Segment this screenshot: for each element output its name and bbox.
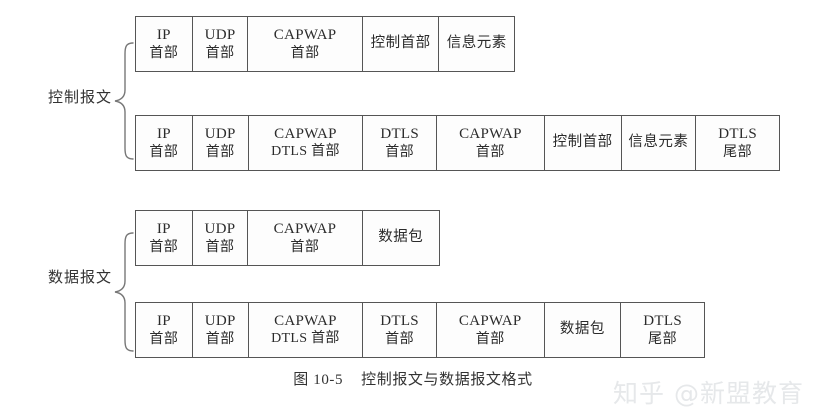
- packet-row-data-dtls: IP 首部 UDP 首部 CAPWAP DTLS 首部 DTLS 首部 CAPW…: [135, 302, 705, 358]
- brace-data-message: [112, 232, 134, 352]
- field-line-2: 首部: [149, 238, 179, 255]
- field-line-2: DTLS 首部: [271, 143, 340, 159]
- brace-data-icon: [114, 232, 134, 352]
- packet-row-control-plain: IP 首部 UDP 首部 CAPWAP 首部 控制首部 信息元素: [135, 16, 515, 72]
- field-line-2: 首部: [205, 143, 235, 160]
- field-dtls-header: DTLS 首部: [363, 116, 438, 170]
- field-capwap-header: CAPWAP 首部: [248, 17, 363, 71]
- packet-row-control-dtls: IP 首部 UDP 首部 CAPWAP DTLS 首部 DTLS 首部 CAPW…: [135, 115, 780, 171]
- field-line-1: 数据包: [378, 229, 424, 246]
- field-ip-header: IP 首部: [136, 17, 193, 71]
- group-label-control-message: 控制报文: [48, 90, 113, 106]
- brace-control-icon: [114, 42, 134, 160]
- field-line-1: DTLS: [718, 125, 757, 142]
- field-data-packet: 数据包: [363, 211, 439, 265]
- field-ip-header: IP 首部: [136, 211, 193, 265]
- field-line-1: UDP: [204, 125, 236, 142]
- field-line-1: IP: [156, 312, 171, 329]
- field-line-1: CAPWAP: [273, 220, 337, 237]
- field-line-1: 信息元素: [628, 134, 689, 151]
- field-line-1: 信息元素: [446, 35, 507, 52]
- field-line-1: UDP: [204, 220, 236, 237]
- group-label-data-message: 数据报文: [48, 270, 113, 286]
- field-line-1: DTLS: [380, 312, 419, 329]
- field-capwap-header: CAPWAP 首部: [248, 211, 363, 265]
- field-line-2: 首部: [385, 330, 415, 347]
- field-information-element: 信息元素: [622, 116, 697, 170]
- field-capwap-header: CAPWAP 首部: [437, 303, 545, 357]
- field-control-header: 控制首部: [363, 17, 440, 71]
- field-line-1: DTLS: [643, 312, 682, 329]
- figure-caption-title: 控制报文与数据报文格式: [361, 370, 533, 388]
- field-dtls-trailer: DTLS 尾部: [621, 303, 704, 357]
- field-line-1: IP: [156, 125, 171, 142]
- field-line-2: 首部: [149, 330, 179, 347]
- field-dtls-header: DTLS 首部: [363, 303, 437, 357]
- field-line-1: IP: [156, 220, 171, 237]
- field-line-1: UDP: [204, 26, 236, 43]
- field-line-1: 控制首部: [370, 35, 431, 52]
- field-capwap-dtls-header: CAPWAP DTLS 首部: [249, 303, 364, 357]
- field-line-1: CAPWAP: [273, 26, 337, 43]
- field-udp-header: UDP 首部: [193, 17, 249, 71]
- field-line-2: 首部: [290, 238, 320, 255]
- field-line-1: 控制首部: [552, 134, 613, 151]
- watermark: 知乎 @新盟教育: [613, 379, 804, 408]
- field-line-1: CAPWAP: [274, 312, 337, 329]
- field-line-2: 首部: [149, 44, 179, 61]
- field-capwap-header: CAPWAP 首部: [437, 116, 545, 170]
- field-line-2: 首部: [205, 330, 235, 347]
- field-line-2: 首部: [475, 330, 505, 347]
- figure-caption: 图 10-5 控制报文与数据报文格式: [0, 368, 826, 389]
- field-line-1: CAPWAP: [274, 125, 337, 142]
- field-ip-header: IP 首部: [136, 116, 193, 170]
- packet-row-data-plain: IP 首部 UDP 首部 CAPWAP 首部 数据包: [135, 210, 440, 266]
- field-line-1: UDP: [204, 312, 236, 329]
- field-udp-header: UDP 首部: [193, 211, 249, 265]
- figure-caption-number: 图 10-5: [293, 372, 344, 388]
- field-udp-header: UDP 首部: [193, 303, 249, 357]
- brace-control-message: [112, 42, 134, 160]
- field-line-2: 首部: [205, 238, 235, 255]
- field-line-1: DTLS: [380, 125, 420, 142]
- field-line-2: 首部: [385, 143, 415, 160]
- field-line-2: 首部: [290, 44, 320, 61]
- field-line-2: 尾部: [648, 330, 678, 347]
- field-line-1: CAPWAP: [459, 125, 522, 142]
- field-udp-header: UDP 首部: [193, 116, 249, 170]
- field-line-1: CAPWAP: [458, 312, 522, 329]
- field-line-1: 数据包: [559, 321, 605, 338]
- field-dtls-trailer: DTLS 尾部: [696, 116, 779, 170]
- field-information-element: 信息元素: [439, 17, 514, 71]
- field-line-2: 尾部: [723, 143, 753, 160]
- field-line-2: DTLS 首部: [271, 330, 340, 346]
- field-line-1: IP: [156, 26, 171, 43]
- field-line-2: 首部: [149, 143, 179, 160]
- field-capwap-dtls-header: CAPWAP DTLS 首部: [249, 116, 364, 170]
- field-ip-header: IP 首部: [136, 303, 193, 357]
- field-line-2: 首部: [205, 44, 235, 61]
- field-control-header: 控制首部: [545, 116, 622, 170]
- field-data-packet: 数据包: [545, 303, 622, 357]
- field-line-2: 首部: [475, 143, 505, 160]
